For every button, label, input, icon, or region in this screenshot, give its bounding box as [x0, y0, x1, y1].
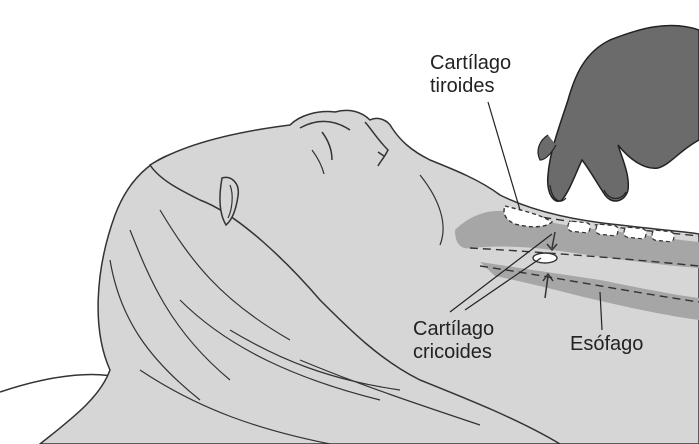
- tracheal-ring: [596, 224, 619, 236]
- tracheal-ring: [624, 227, 647, 239]
- tracheal-ring: [652, 230, 675, 242]
- tracheal-ring: [568, 221, 591, 233]
- thyroid-label-line-1: Cartílago: [430, 52, 511, 75]
- cricoid-label-line-1: Cartílago: [413, 318, 494, 341]
- thyroid-cartilage-label: Cartílago tiroides: [430, 52, 511, 98]
- esophagus-label-text: Esófago: [570, 333, 643, 356]
- esophagus-label: Esófago: [570, 333, 643, 356]
- hand: [548, 25, 699, 201]
- cricoid-label-line-2: cricoides: [413, 341, 494, 364]
- cricoid-cartilage-label: Cartílago cricoides: [413, 318, 494, 364]
- thyroid-label-line-2: tiroides: [430, 75, 511, 98]
